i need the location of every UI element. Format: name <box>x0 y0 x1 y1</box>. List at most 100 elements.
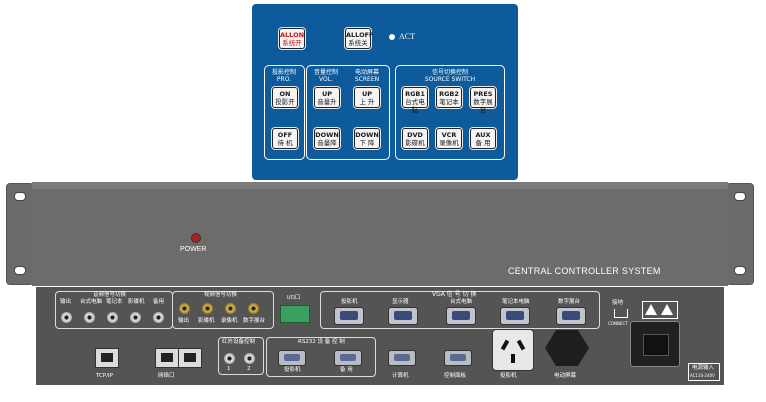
rs232-projector-port[interactable] <box>278 350 306 366</box>
video-vcr-jack[interactable] <box>225 303 236 314</box>
system-name-label: CENTRAL CONTROLLER SYSTEM <box>508 266 661 276</box>
projector-control-frame <box>264 65 305 160</box>
video-switch-title: 视频信号切换 <box>204 292 238 298</box>
vga-monitor-label: 显示器 <box>392 299 409 305</box>
rs232-spare-label: 备 用 <box>340 367 353 373</box>
power-spec-label: AC110-240V <box>690 373 715 378</box>
warning-icon <box>645 304 657 315</box>
vga-presenter-port[interactable] <box>556 307 586 325</box>
tcpip-label: TCP/IP <box>96 373 113 379</box>
audio-desktop-jack[interactable] <box>84 312 95 323</box>
ir-port-1[interactable] <box>224 353 235 364</box>
ir-port-2[interactable] <box>244 353 255 364</box>
video-dvd-label: 影碟机 <box>198 318 215 324</box>
audio-spare-label: 备用 <box>153 299 165 305</box>
power-input-label: 电源输入 <box>692 365 715 371</box>
act-indicator-light <box>389 34 395 40</box>
ground-icon <box>614 309 628 318</box>
vga-laptop-port[interactable] <box>500 307 530 325</box>
video-output-label: 输出 <box>178 318 190 324</box>
warning-sticker <box>642 301 678 319</box>
volume-screen-frame <box>306 65 390 160</box>
tcpip-port[interactable] <box>95 348 119 368</box>
video-switch-group <box>172 291 274 329</box>
alloff-label: ALLOFF <box>346 31 374 39</box>
vga-switch-group <box>320 291 600 329</box>
screen-outlet-label: 电动屏幕 <box>554 373 577 379</box>
vga-desktop-label: 台式电脑 <box>450 299 473 305</box>
video-presenter-label: 数字展台 <box>243 318 266 324</box>
power-label: POWER <box>180 246 207 253</box>
video-vcr-label: 录像机 <box>221 318 238 324</box>
ir-control-group <box>218 337 264 375</box>
vga-laptop-label: 笔记本电脑 <box>502 299 530 305</box>
video-dvd-jack[interactable] <box>202 303 213 314</box>
vga-projector-port[interactable] <box>334 307 364 325</box>
shock-warning-icon <box>661 304 673 315</box>
source-switch-frame <box>395 65 505 160</box>
ground-label: 接地 <box>612 300 624 306</box>
audio-switch-title: 音频信号切换 <box>93 292 127 298</box>
io-terminal-block[interactable] <box>280 305 310 323</box>
power-input-sticker: 电源输入 AC110-240V <box>688 363 720 381</box>
rack-ear-left <box>6 183 34 285</box>
power-inlet[interactable] <box>630 321 680 367</box>
alloff-button[interactable]: ALLOFF 系统关 <box>345 28 374 49</box>
rs232-control-title: RS232 设 备 控 制 <box>298 339 345 345</box>
rack-ear-right <box>726 183 754 285</box>
allon-button[interactable]: ALLON 系统开 <box>279 28 305 49</box>
vga-monitor-port[interactable] <box>388 307 418 325</box>
audio-dvd-jack[interactable] <box>130 312 141 323</box>
video-output-jack[interactable] <box>179 303 190 314</box>
vga-projector-label: 投影机 <box>341 299 358 305</box>
lan-port-2[interactable] <box>178 348 202 368</box>
vga-desktop-port[interactable] <box>446 307 476 325</box>
pc-port[interactable] <box>388 350 416 366</box>
control-panel-port-label: 控制面板 <box>444 373 467 379</box>
io-port-label: I/O口 <box>287 295 301 301</box>
ir-control-title: 红外设备控制 <box>222 339 256 345</box>
control-panel-port[interactable] <box>444 350 472 366</box>
rs232-spare-port[interactable] <box>334 350 362 366</box>
vga-switch-title: VGA 信 号 切 换 <box>432 291 477 298</box>
ir-port-1-label: 1 <box>227 366 231 372</box>
audio-spare-jack[interactable] <box>153 312 164 323</box>
audio-laptop-label: 笔记本 <box>106 299 123 305</box>
lan-port-1[interactable] <box>155 348 179 368</box>
rack-front-panel: POWER CENTRAL CONTROLLER SYSTEM <box>32 182 728 286</box>
audio-laptop-jack[interactable] <box>107 312 118 323</box>
act-label: ACT <box>399 32 415 41</box>
allon-sublabel: 系统开 <box>282 39 302 47</box>
rs232-control-group <box>266 337 376 377</box>
alloff-sublabel: 系统关 <box>348 39 368 47</box>
vga-presenter-label: 数字展台 <box>558 299 581 305</box>
projector-power-outlet[interactable] <box>492 329 534 371</box>
audio-output-jack[interactable] <box>61 312 72 323</box>
video-presenter-jack[interactable] <box>248 303 259 314</box>
screen-power-outlet[interactable] <box>545 330 589 366</box>
audio-desktop-label: 台式电脑 <box>80 299 103 305</box>
ir-port-2-label: 2 <box>247 366 251 372</box>
projector-outlet-label: 投影机 <box>500 373 517 379</box>
ground-sub-label: CONNECT <box>608 321 628 326</box>
audio-output-label: 输出 <box>60 299 72 305</box>
rs232-projector-label: 投影机 <box>284 367 301 373</box>
allon-label: ALLON <box>280 31 305 39</box>
